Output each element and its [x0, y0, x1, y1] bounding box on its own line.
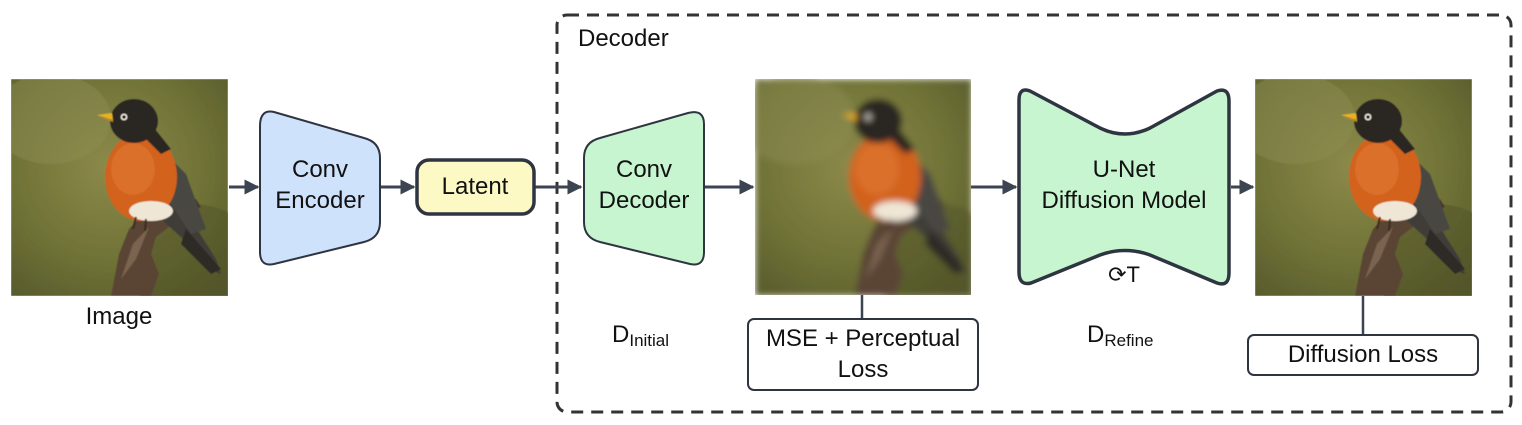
- conv-encoder-label-line2: Encoder: [275, 187, 364, 214]
- decoder-group-label: Decoder: [578, 25, 669, 52]
- unet-label-line1: U-Net: [1093, 156, 1156, 183]
- d-refine-subscript: Refine: [1104, 331, 1153, 350]
- diffusion-loss-label: Diffusion Loss: [1288, 341, 1438, 368]
- mse-perceptual-loss-line2: Loss: [838, 356, 889, 383]
- conv-encoder-label-line1: Conv: [292, 156, 348, 183]
- unet-label-line2: Diffusion Model: [1042, 187, 1207, 214]
- latent-label: Latent: [442, 173, 509, 200]
- d-initial-base: D: [612, 321, 629, 348]
- input-robin-image: [11, 79, 228, 296]
- initial-decoded-robin-image: [755, 79, 971, 295]
- d-initial-label: DInitial: [612, 321, 669, 350]
- d-initial-subscript: Initial: [629, 331, 669, 350]
- diffusion-loss-box: [1247, 334, 1479, 376]
- mse-perceptual-loss-box: [747, 318, 979, 391]
- unet-iterations-label: ⟳T: [1108, 262, 1140, 287]
- input-image-caption: Image: [86, 303, 153, 330]
- decoder-group-border: [555, 13, 1513, 414]
- d-refine-base: D: [1087, 321, 1104, 348]
- conv-decoder-block: [583, 111, 705, 266]
- conv-decoder-label-line2: Decoder: [599, 187, 690, 214]
- mse-perceptual-loss-line1: MSE + Perceptual: [766, 325, 960, 352]
- latent-block: [415, 158, 536, 216]
- refined-robin-image: [1255, 79, 1472, 296]
- unet-diffusion-block: [1017, 88, 1231, 286]
- conv-encoder-block: [259, 110, 381, 266]
- conv-decoder-label-line1: Conv: [616, 156, 672, 183]
- d-refine-label: DRefine: [1087, 321, 1153, 350]
